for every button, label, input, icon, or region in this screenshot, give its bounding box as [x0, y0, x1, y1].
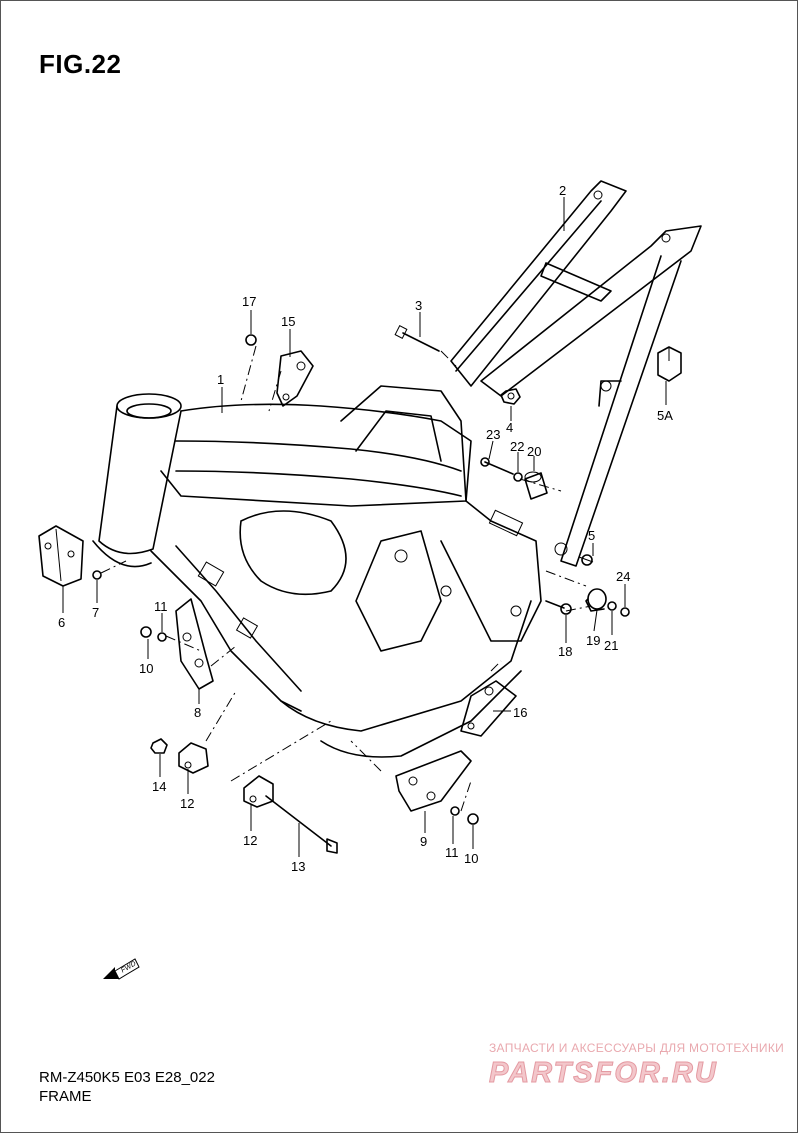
- bracket-12b: [243, 775, 274, 808]
- callout-24: 24: [616, 569, 630, 584]
- callout-11a: 11: [154, 599, 168, 614]
- callout-21: 21: [604, 638, 618, 653]
- washer-11b: [450, 806, 460, 816]
- main-frame: [92, 385, 542, 758]
- callout-16: 16: [513, 705, 527, 720]
- bolt-18: [545, 600, 572, 615]
- callout-12a: 12: [180, 796, 194, 811]
- leader-lines: [62, 197, 667, 857]
- callout-labels: 1 2 3 4 5 5A 6 7 8 9 10 10 11 11 12 12 1…: [58, 183, 673, 874]
- callout-6: 6: [58, 615, 65, 630]
- callout-15: 15: [281, 314, 295, 329]
- diagram-code: RM-Z450K5 E03 E28_022: [39, 1069, 215, 1086]
- screw-7: [92, 570, 102, 580]
- cap-5a: [657, 346, 682, 382]
- callout-1: 1: [217, 372, 224, 387]
- callout-3: 3: [415, 298, 422, 313]
- bolt-5: [578, 554, 594, 566]
- callout-13: 13: [291, 859, 305, 874]
- guard-8: [175, 598, 214, 690]
- callout-14: 14: [152, 779, 166, 794]
- callout-17: 17: [242, 294, 256, 309]
- nut-14: [150, 738, 168, 754]
- callout-12b: 12: [243, 833, 257, 848]
- bracket-16: [460, 680, 517, 737]
- washer-11a: [157, 632, 167, 642]
- bracket-6: [38, 525, 84, 587]
- nut-4: [500, 388, 521, 405]
- callout-7: 7: [92, 605, 99, 620]
- bushing-20: [524, 471, 548, 500]
- callout-20: 20: [527, 444, 541, 459]
- callout-11b: 11: [445, 845, 459, 860]
- forward-arrow-icon: FWD: [103, 958, 140, 980]
- watermark-tagline: ЗАПЧАСТИ И АКСЕССУАРЫ ДЛЯ МОТОТЕХНИКИ: [489, 1041, 785, 1055]
- callout-5: 5: [588, 528, 595, 543]
- callout-10b: 10: [464, 851, 478, 866]
- bolt-3: [394, 325, 440, 352]
- watermark: ЗАПЧАСТИ И АКСЕССУАРЫ ДЛЯ МОТОТЕХНИКИ PA…: [489, 1041, 789, 1090]
- washer-22: [513, 472, 523, 482]
- bolt-10a: [140, 626, 152, 638]
- washer-21: [607, 601, 617, 611]
- callout-5a: 5A: [657, 408, 673, 423]
- figure-title: FIG.22: [39, 49, 122, 79]
- callout-23: 23: [486, 427, 500, 442]
- callout-8: 8: [194, 705, 201, 720]
- section-name: FRAME: [39, 1088, 92, 1105]
- assembly-lines: [100, 345, 592, 812]
- rear-subframe: [450, 180, 702, 567]
- callout-10a: 10: [139, 661, 153, 676]
- bolt-17: [245, 334, 257, 346]
- callout-2: 2: [559, 183, 566, 198]
- bracket-12a: [178, 742, 209, 774]
- callout-19: 19: [586, 633, 600, 648]
- callout-18: 18: [558, 644, 572, 659]
- bolt-23: [480, 457, 514, 475]
- bushing-19: [585, 588, 607, 612]
- bracket-15: [276, 350, 314, 407]
- bolt-10b: [467, 813, 479, 825]
- watermark-logo: PARTSFOR.RU: [489, 1057, 718, 1090]
- guard-9: [395, 750, 472, 812]
- nut-24: [620, 607, 630, 617]
- callout-22: 22: [510, 439, 524, 454]
- bolt-13: [265, 795, 338, 854]
- callout-9: 9: [420, 834, 427, 849]
- callout-4: 4: [506, 420, 513, 435]
